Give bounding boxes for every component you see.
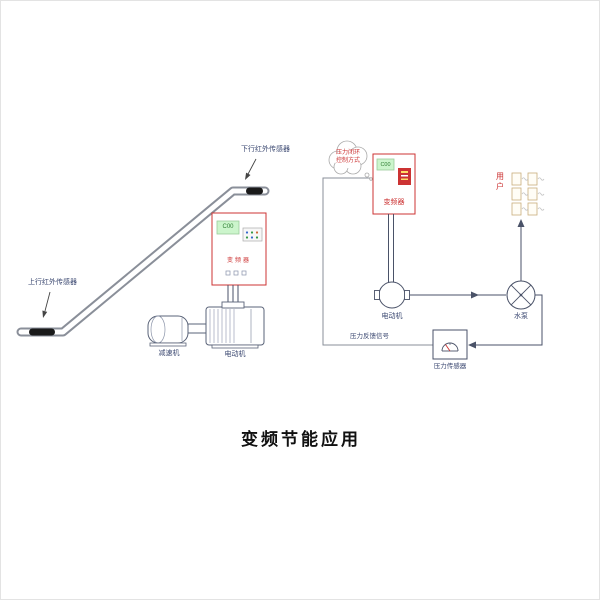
motor-base	[211, 344, 259, 349]
right-inverter	[372, 153, 416, 283]
reducer-label: 减速机	[158, 350, 180, 357]
radiator	[527, 187, 538, 201]
left-inverter-display-text: C00	[222, 223, 234, 230]
sensor-arrows	[42, 158, 257, 318]
steam-squiggle-icon	[521, 207, 529, 211]
keypad-dot	[250, 231, 254, 234]
left-inverter-label: 变频器	[226, 258, 251, 264]
steam-squiggle-icon	[537, 207, 545, 211]
sensor-up-label: 上行红外传感器	[28, 279, 77, 286]
pump-to-sensor-line	[475, 294, 543, 346]
left-inverter-display	[216, 220, 240, 235]
steam-squiggle-icon	[537, 177, 545, 181]
left-motor-label: 电动机	[224, 351, 246, 358]
pump-label: 水泵	[514, 313, 528, 320]
keypad-dot	[255, 231, 259, 234]
cloud-tail-bubble	[369, 177, 373, 181]
right-motor	[374, 281, 410, 309]
radiator	[511, 187, 522, 201]
sensor-down-arrowhead-icon	[245, 172, 251, 180]
steam-squiggle-icon	[537, 192, 545, 196]
pump	[506, 280, 536, 310]
escalator	[16, 186, 270, 337]
escalator-upper-handrail-mark	[246, 187, 263, 195]
cloud-tail-bubble	[364, 172, 370, 178]
sensor-down-arrow-line	[246, 158, 257, 177]
steam-squiggle-icon	[521, 177, 529, 181]
radiator	[527, 172, 538, 186]
reducer-base	[149, 342, 187, 347]
sensor-up-arrow-line	[44, 291, 51, 312]
cloud-text-line2: 控制方式	[335, 158, 360, 164]
sensor-up-arrowhead-icon	[42, 310, 48, 318]
pressure-sensor-label: 压力传感器	[433, 363, 467, 370]
keypad-dot	[245, 231, 249, 234]
escalator-lower-handrail-mark	[29, 328, 55, 336]
pressure-sensor	[432, 329, 468, 360]
thought-cloud	[328, 140, 373, 181]
keypad-dot	[255, 236, 259, 239]
feedback-signal-line	[322, 177, 433, 346]
panel-mark	[401, 178, 408, 180]
cloud-fill	[334, 150, 362, 168]
right-inverter-display	[376, 158, 395, 171]
terminal-mark	[225, 270, 231, 276]
right-motor-label: 电动机	[381, 313, 403, 320]
radiator	[511, 202, 522, 216]
terminal-mark	[233, 270, 239, 276]
page-title: 变频节能应用	[241, 430, 361, 449]
pump-to-user-arrowhead-icon	[517, 219, 525, 227]
steam-squiggle-icon	[521, 192, 529, 196]
keypad-dot	[245, 236, 249, 239]
radiator	[511, 172, 522, 186]
panel-mark	[401, 171, 408, 173]
user-label: 用户	[496, 172, 504, 191]
left-drive-unit	[147, 301, 265, 349]
gauge-needle	[445, 344, 451, 352]
motor-terminal-box	[221, 301, 245, 309]
motor-body	[205, 306, 265, 346]
cloud-text-line1: 压力闭环	[335, 150, 360, 156]
user-radiators	[511, 172, 545, 216]
left-inverter-keypad	[242, 227, 263, 242]
motor-terminal-left	[374, 290, 380, 300]
terminal-mark	[241, 270, 247, 276]
right-inverter-display-text: C00	[380, 161, 391, 168]
sensor-down-label: 下行红外传感器	[241, 146, 290, 153]
pump-hub	[519, 293, 523, 297]
left-inverter	[211, 212, 267, 303]
motor-to-pump-arrowhead-icon	[471, 291, 479, 299]
motor-terminal-right	[404, 290, 410, 300]
sensor-arrowhead-icon	[468, 341, 476, 349]
shaft-coupling	[187, 323, 207, 334]
right-motor-body	[378, 281, 406, 309]
right-inverter-label: 变频器	[383, 199, 405, 206]
radiator	[527, 202, 538, 216]
feedback-signal-label: 压力反馈信号	[350, 333, 389, 340]
keypad-dot	[250, 236, 254, 239]
panel-mark	[401, 175, 408, 177]
